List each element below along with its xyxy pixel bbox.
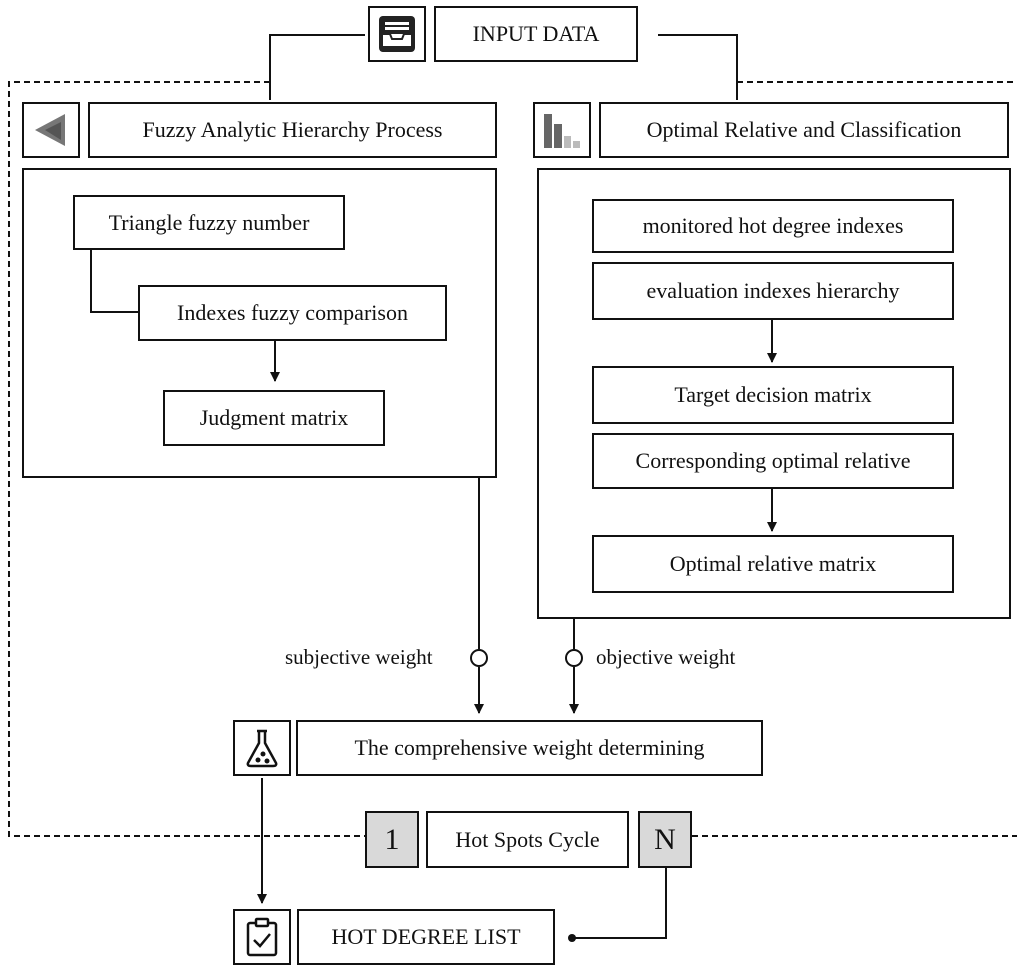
- orc-step-5-label: Optimal relative matrix: [669, 551, 877, 576]
- input-icon-box: [368, 6, 426, 62]
- subjective-weight-node: [470, 649, 488, 667]
- orc-panel: [537, 168, 1011, 619]
- triangle-icon: [35, 114, 65, 146]
- orc-step-1: monitored hot degree indexes: [592, 199, 954, 253]
- fahp-title: Fuzzy Analytic Hierarchy Process: [142, 117, 443, 142]
- orc-step-5: Optimal relative matrix: [592, 535, 954, 593]
- orc-icon-box: [533, 102, 591, 158]
- input-data-label: INPUT DATA: [472, 21, 600, 46]
- orc-step-1-label: monitored hot degree indexes: [642, 213, 904, 238]
- cycle-start-label: 1: [384, 822, 400, 856]
- cycle-start-box: 1: [365, 811, 419, 868]
- output-box: HOT DEGREE LIST: [297, 909, 555, 965]
- orc-step-2-label: evaluation indexes hierarchy: [646, 278, 900, 303]
- input-data-box: INPUT DATA: [434, 6, 638, 62]
- cycle-label: Hot Spots Cycle: [455, 826, 600, 852]
- output-label: HOT DEGREE LIST: [331, 924, 521, 949]
- output-icon-box: [233, 909, 291, 965]
- orc-step-3-label: Target decision matrix: [674, 382, 872, 407]
- subjective-weight-label: subjective weight: [285, 645, 433, 669]
- comprehensive-label: The comprehensive weight determining: [354, 735, 705, 760]
- fahp-step-2: Indexes fuzzy comparison: [138, 285, 447, 341]
- fahp-step-2-label: Indexes fuzzy comparison: [177, 300, 408, 325]
- orc-step-4-label: Corresponding optimal relative: [635, 448, 911, 473]
- fahp-panel: [22, 168, 497, 478]
- input-to-fahp-line: [269, 34, 365, 100]
- orc-step-2: evaluation indexes hierarchy: [592, 262, 954, 320]
- fahp-title-box: Fuzzy Analytic Hierarchy Process: [88, 102, 497, 158]
- input-to-orc-line: [658, 34, 738, 100]
- orc-step-3: Target decision matrix: [592, 366, 954, 424]
- orc-title: Optimal Relative and Classification: [646, 117, 962, 142]
- objective-weight-label: objective weight: [596, 645, 736, 669]
- cycle-end-label: N: [654, 822, 676, 856]
- fahp-icon-box: [22, 102, 80, 158]
- inbox-tray-icon: [379, 16, 415, 52]
- clipboard-check-icon: [246, 917, 278, 957]
- fahp-step-1: Triangle fuzzy number: [73, 195, 345, 250]
- cycle-end-box: N: [638, 811, 692, 868]
- cycle-label-box: Hot Spots Cycle: [426, 811, 629, 868]
- fahp-step-3-label: Judgment matrix: [199, 405, 349, 430]
- fahp-step-3: Judgment matrix: [163, 390, 385, 446]
- output-dot: [568, 934, 576, 942]
- comprehensive-icon-box: [233, 720, 291, 776]
- cycle-end-to-output-line: [573, 868, 667, 939]
- fahp-step-1-label: Triangle fuzzy number: [108, 209, 310, 235]
- objective-weight-node: [565, 649, 583, 667]
- orc-step-4: Corresponding optimal relative: [592, 433, 954, 489]
- flask-icon: [246, 729, 278, 768]
- cycle-dashed-frame: [8, 81, 1017, 837]
- orc-title-box: Optimal Relative and Classification: [599, 102, 1009, 158]
- comprehensive-box: The comprehensive weight determining: [296, 720, 763, 776]
- bar-chart-icon: [544, 114, 580, 148]
- triangle-to-comparison-line: [90, 247, 138, 313]
